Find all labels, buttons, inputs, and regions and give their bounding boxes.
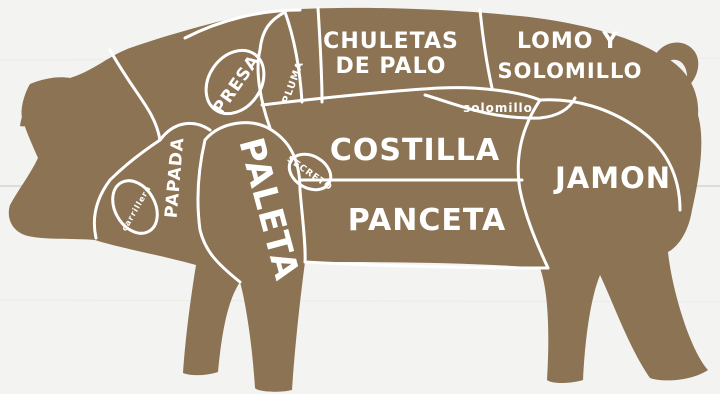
label-lomo-y-solomillo: LOMO Y [517, 29, 619, 54]
label-jamon: JAMON [553, 161, 671, 195]
label-lomo-y-solomillo-line2: SOLOMILLO [497, 59, 642, 83]
label-solomillo: solomillo [463, 101, 533, 115]
board-grain [0, 299, 720, 303]
label-panceta: PANCETA [348, 203, 506, 238]
cut-lines [92, 6, 682, 284]
label-chuletas-de-palo: CHULETAS [323, 29, 459, 54]
pig-silhouette [8, 7, 709, 392]
label-chuletas-de-palo-line2: DE PALO [335, 54, 446, 79]
label-costilla: COSTILLA [330, 133, 500, 168]
